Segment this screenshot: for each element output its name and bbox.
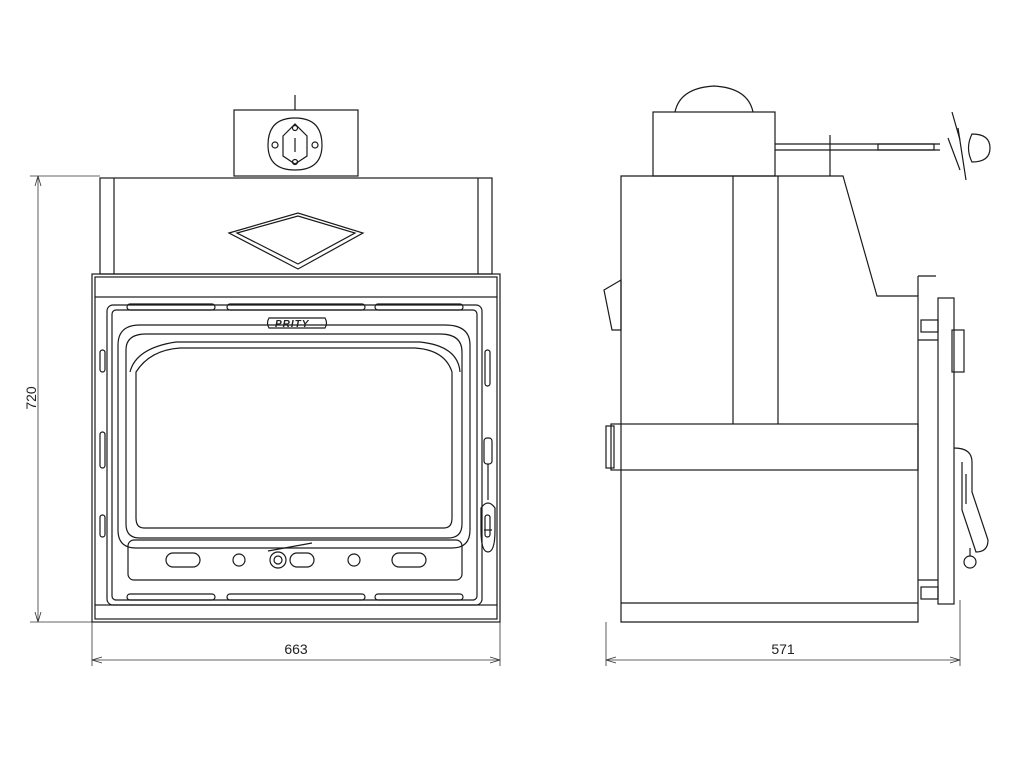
height-dimension-label: 720 bbox=[23, 386, 39, 410]
front-width-dimension-label: 663 bbox=[284, 641, 308, 657]
front-view: PRITY bbox=[91, 95, 501, 623]
fire-door bbox=[99, 303, 496, 606]
side-view bbox=[603, 85, 991, 623]
door-handle bbox=[480, 437, 496, 553]
brand-label: PRITY bbox=[275, 319, 310, 330]
side-depth-dimension-label: 571 bbox=[771, 641, 795, 657]
convection-hood bbox=[99, 177, 493, 275]
side-door bbox=[918, 297, 989, 605]
brand-plate bbox=[266, 317, 328, 329]
side-flue bbox=[652, 85, 776, 177]
air-control-panel bbox=[127, 539, 463, 581]
flue-box bbox=[233, 95, 359, 177]
damper-rod bbox=[775, 111, 991, 181]
dimension-lines bbox=[30, 175, 961, 666]
side-body bbox=[603, 175, 936, 623]
